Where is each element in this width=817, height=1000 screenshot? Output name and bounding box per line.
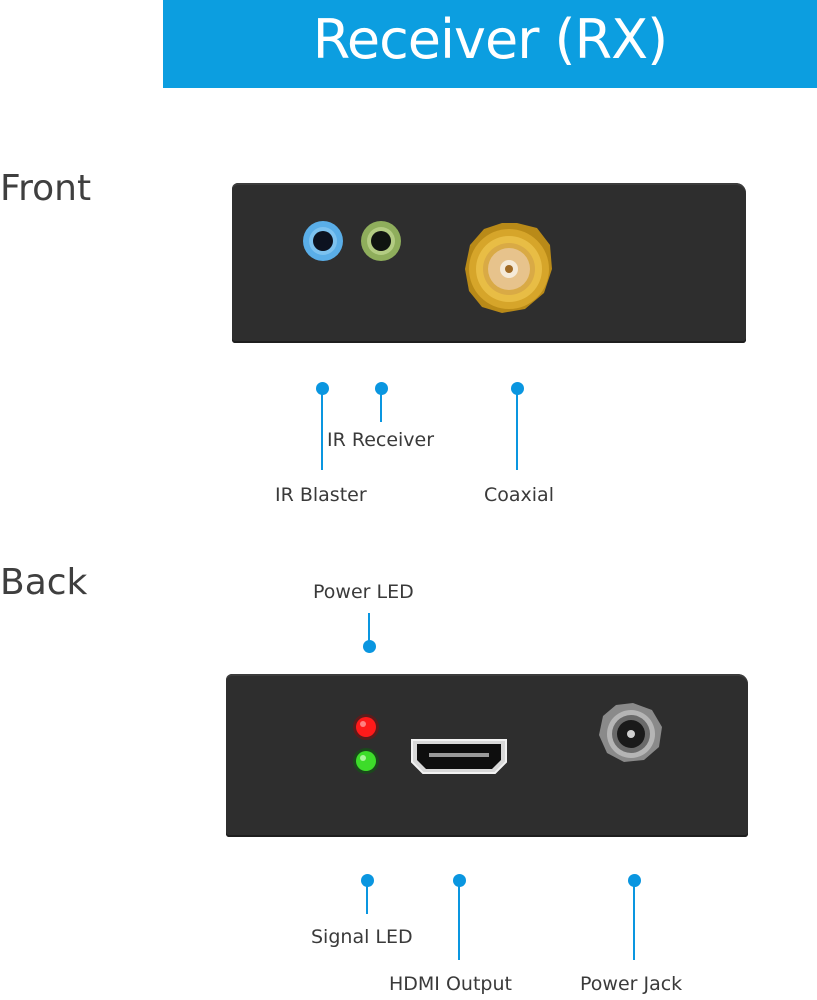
ir-receiver-port <box>361 221 401 261</box>
ir-receiver-callout-dot <box>375 382 388 395</box>
power-led-callout-dot <box>363 640 376 653</box>
title-banner: Receiver (RX) <box>163 0 817 88</box>
front-panel <box>232 183 746 343</box>
power-jack-label: Power Jack <box>580 973 683 995</box>
front-panel-ports <box>303 221 552 313</box>
hdmi-output-callout-line <box>458 882 460 960</box>
power-jack-callout-dot <box>628 874 641 887</box>
hdmi-port <box>411 739 507 774</box>
page-title: Receiver (RX) <box>312 8 668 71</box>
signal-led-indicator <box>353 748 379 774</box>
front-section-label: Front <box>0 168 92 209</box>
coaxial-connector <box>465 223 552 313</box>
ir-receiver-label: IR Receiver <box>327 429 435 451</box>
coaxial-label: Coaxial <box>484 484 554 506</box>
ir-blaster-callout-line <box>321 390 323 470</box>
ir-receiver-callout-line <box>380 390 382 422</box>
coaxial-callout-line <box>516 390 518 470</box>
power-jack-callout-line <box>633 882 635 960</box>
power-led-indicator <box>353 714 379 740</box>
ir-blaster-label: IR Blaster <box>275 484 367 506</box>
hdmi-output-label: HDMI Output <box>389 973 512 995</box>
power-led-label: Power LED <box>313 581 414 603</box>
signal-led-callout-line <box>366 882 368 914</box>
coaxial-callout-dot <box>511 382 524 395</box>
ir-blaster-callout-dot <box>316 382 329 395</box>
back-panel-ports <box>353 703 662 774</box>
back-section-label: Back <box>0 562 88 603</box>
power-jack-port <box>599 703 662 762</box>
back-panel <box>226 674 748 837</box>
power-led-callout-line <box>368 613 370 643</box>
hdmi-output-callout-dot <box>453 874 466 887</box>
signal-led-callout-dot <box>361 874 374 887</box>
ir-blaster-port <box>303 221 343 261</box>
signal-led-label: Signal LED <box>311 926 413 948</box>
